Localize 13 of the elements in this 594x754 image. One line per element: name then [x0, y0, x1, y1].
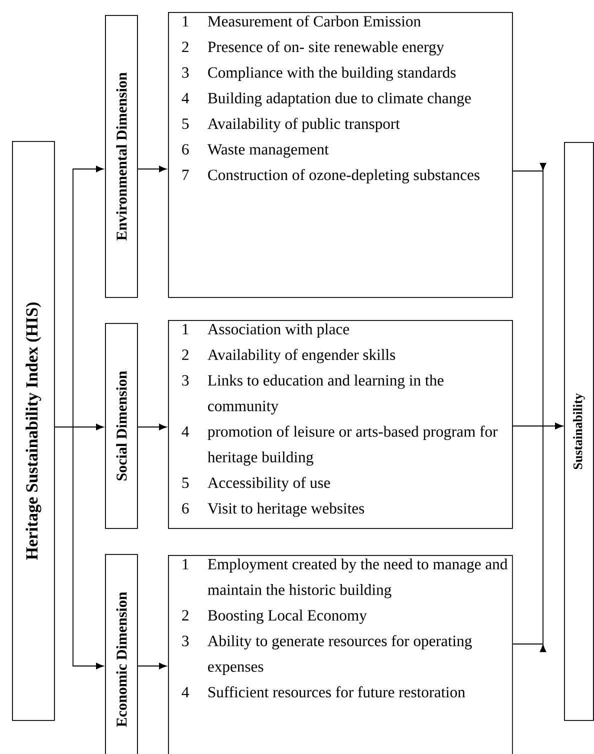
dimension-box: Environmental Dimension — [105, 15, 138, 298]
arrow — [137, 662, 167, 670]
arrow — [512, 422, 563, 652]
indicator-list-box: 1 Association with place 2 Availability of engender skills 3 Links to education and learning in the community 4 promotion of leisure or arts-based program for heritage building 5 Accessibility of use 6 Visit to heritage websites — [168, 320, 513, 529]
indicator-list-box: 1 Employment created by the need to manage and maintain the historic building 2 Boosting Local Economy 3 Ability to generate resources for operating expenses 4 Sufficient resources for future restoration — [168, 555, 513, 754]
indicator-list-box: 1 Measurement of Carbon Emission 2 Presence of on- site renewable energy 3 Compliance with the building standards 4 Building adaptation due to climate change 5 Availability of public transport 6 Waste management 7 Construction of ozone-depleting substances — [168, 12, 513, 298]
dimension-box: Social Dimension — [105, 323, 138, 529]
arrow — [137, 424, 167, 430]
arrow — [137, 166, 167, 172]
outcome-box: Sustainability — [564, 142, 594, 721]
index-box: Heritage Sustainability Index (HIS) — [12, 141, 55, 721]
arrow — [54, 426, 104, 670]
dimension-box: Economic Dimension — [105, 554, 138, 754]
